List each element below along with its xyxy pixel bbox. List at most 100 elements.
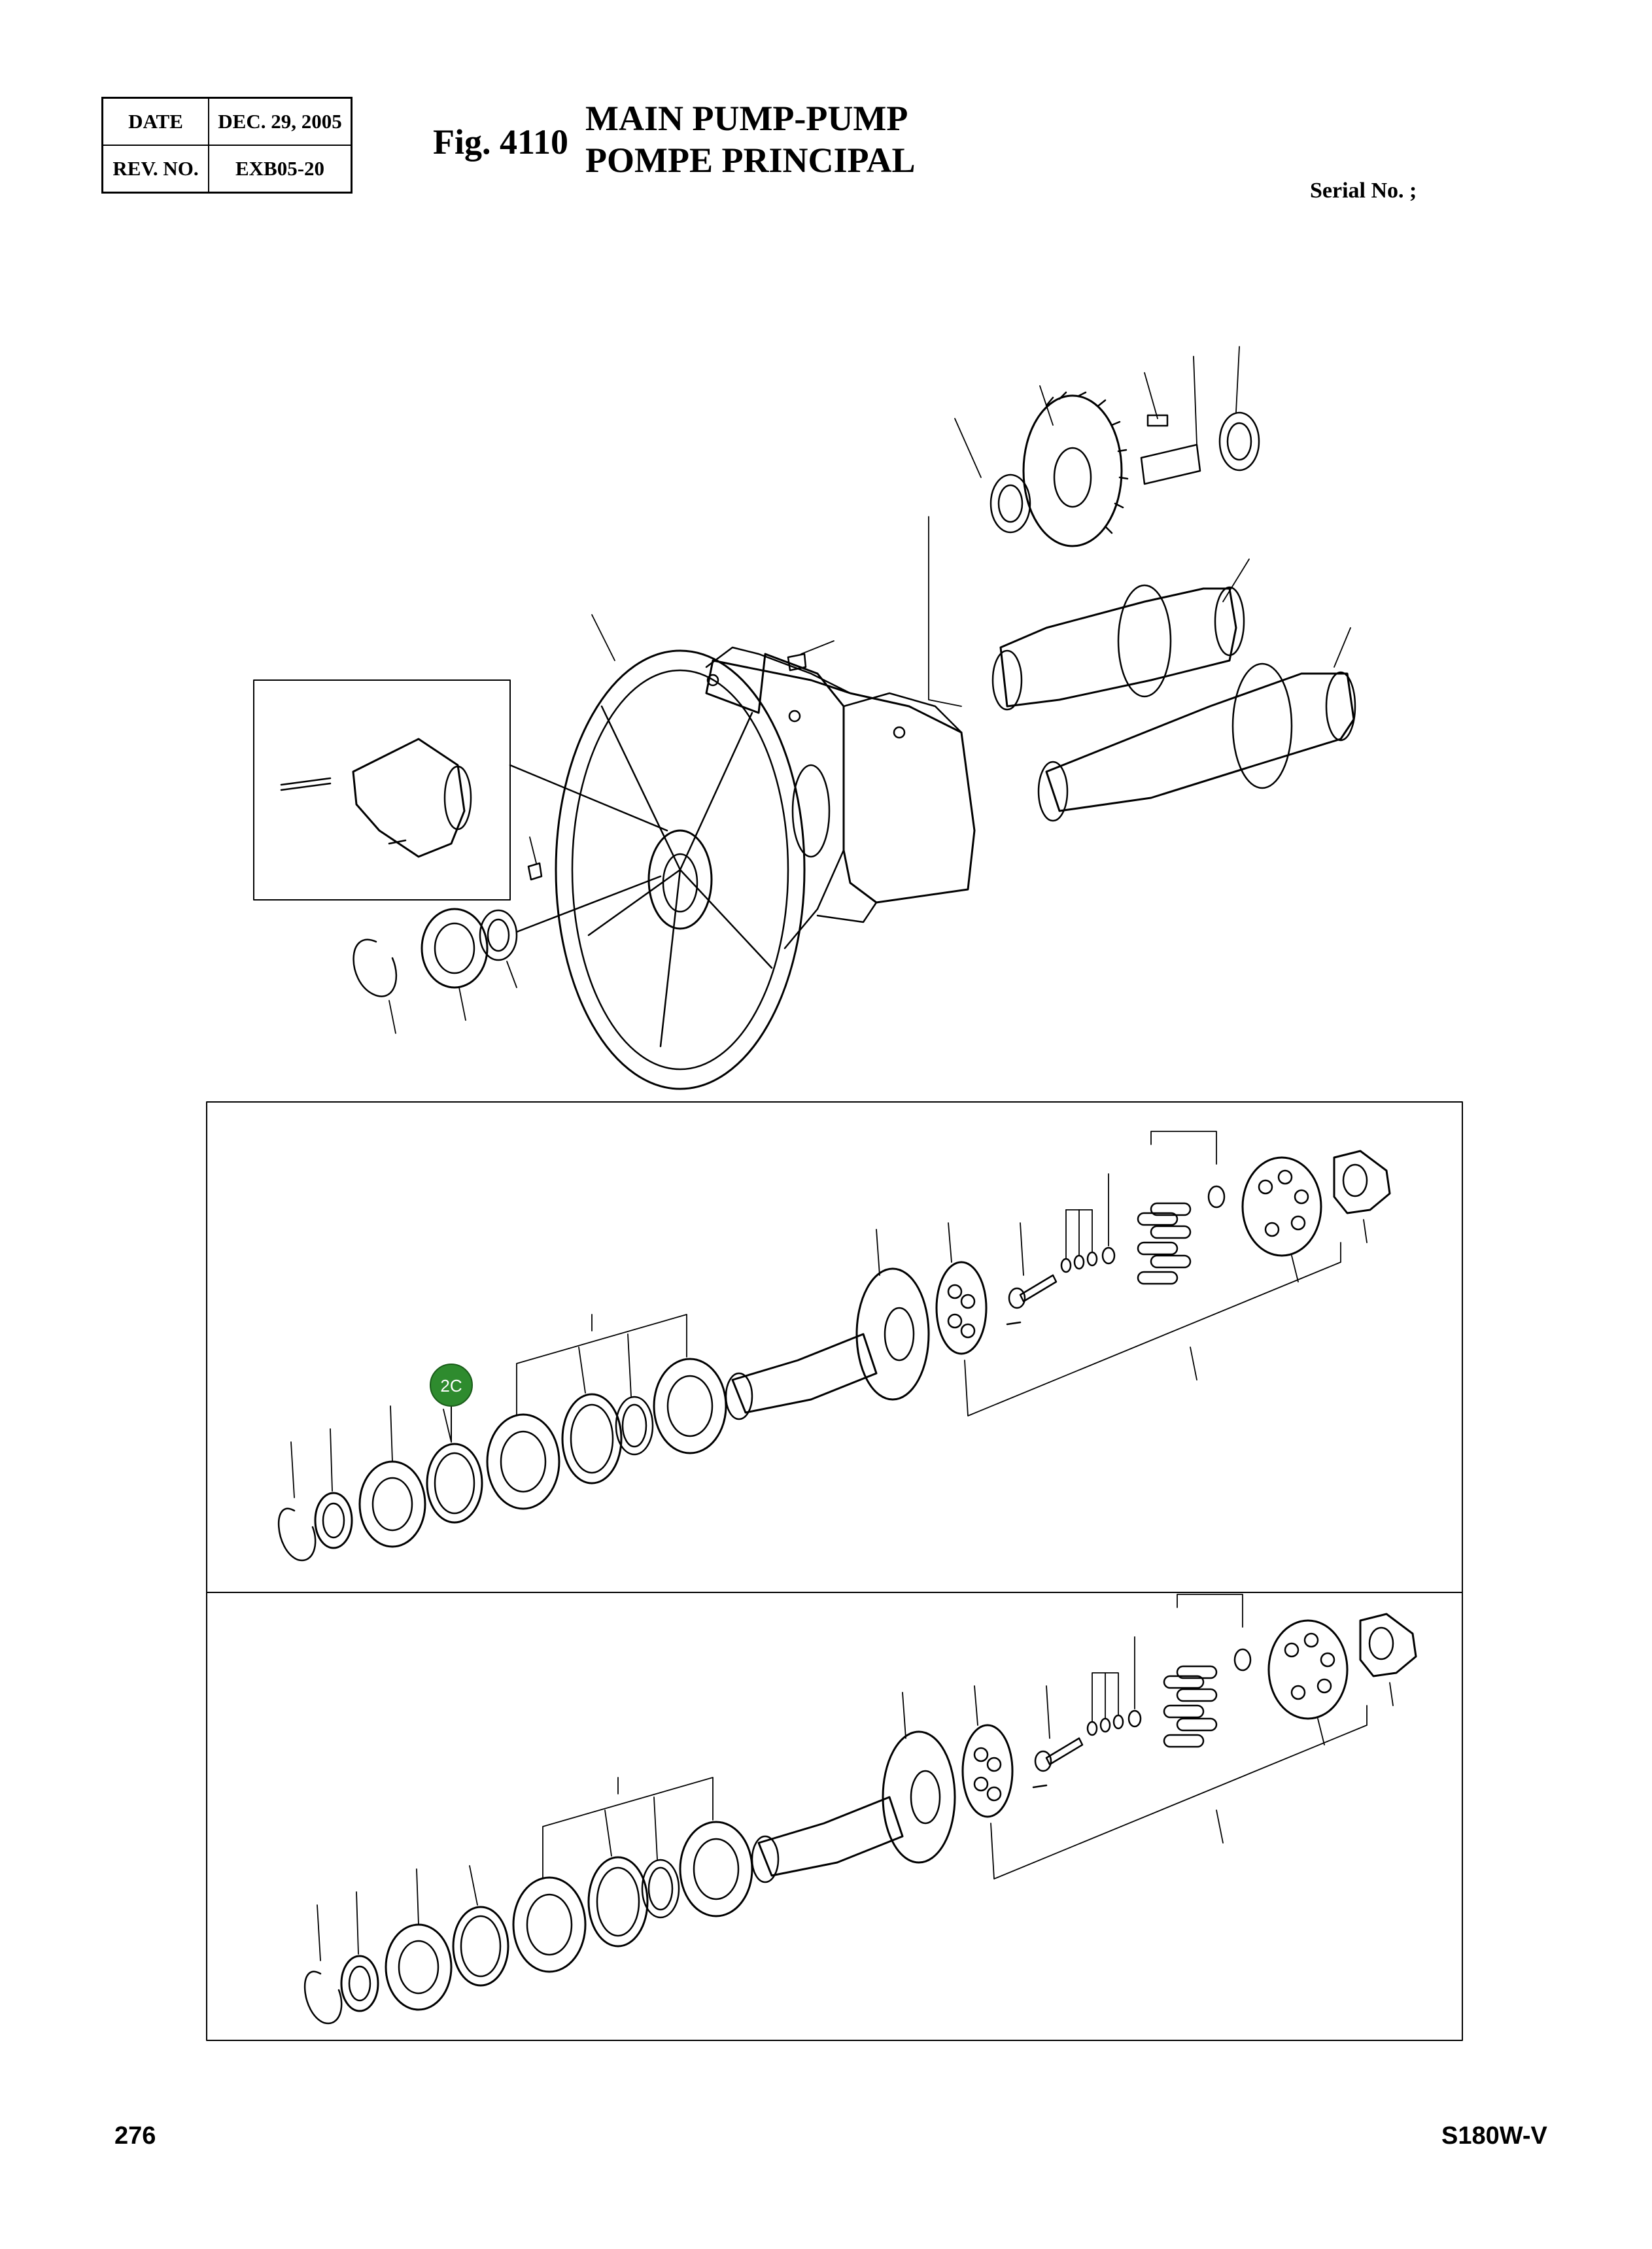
leader-line (356, 1891, 359, 1955)
leader-line (800, 640, 835, 655)
shaft-gear (855, 1267, 930, 1401)
lower-shaft-end (1037, 761, 1069, 822)
drive-gear (1022, 394, 1123, 547)
pin-head (1034, 1750, 1052, 1772)
pump-housing-body (705, 653, 976, 904)
leader-line (990, 1705, 1368, 1880)
housing-side (783, 849, 878, 950)
middle-panel-frame (206, 1101, 1463, 1593)
valve-plate-port (1342, 1163, 1368, 1197)
leader-line (948, 1222, 952, 1263)
swash-plate-hole (960, 1294, 976, 1309)
bearing-inner (526, 1893, 573, 1956)
upper-shaft-gear (1117, 584, 1172, 698)
leader-line (578, 1347, 586, 1394)
lower-shaft-gear (1231, 662, 1293, 789)
shaft-stub (1140, 443, 1201, 485)
serial-number: Serial No. ; (1310, 179, 1417, 203)
bolt (280, 777, 332, 791)
leader-line (604, 1810, 612, 1857)
callout-2c[interactable]: 2C (430, 1364, 473, 1443)
leader-line (954, 418, 982, 478)
swash-plate-hole (986, 1757, 1002, 1772)
snap-ring (303, 1970, 343, 2025)
top-leader-lines (388, 346, 1351, 1034)
shim-ring-2c-inner (434, 1452, 475, 1515)
bearing (385, 1923, 453, 2011)
bearing-inner (434, 922, 475, 974)
solenoid-face (443, 765, 472, 831)
bearing (989, 473, 1031, 534)
bearing-inner (1226, 422, 1252, 461)
leader-line (1144, 372, 1158, 419)
swash-plate-hole (986, 1786, 1002, 1802)
bearing (421, 908, 489, 989)
piston (1176, 1688, 1218, 1702)
leader-line (542, 1777, 714, 1880)
model-name: S180W-V (1441, 2122, 1547, 2150)
shim-ring-2c (426, 1443, 483, 1524)
piston (1150, 1202, 1192, 1216)
nut-inner (322, 1502, 345, 1539)
bearing-inner (666, 1375, 714, 1437)
upper-shaft-end (991, 649, 1023, 711)
pin (1045, 1737, 1084, 1766)
oil-seal (479, 909, 518, 961)
leader-line (1291, 1255, 1299, 1282)
leader-line (317, 1904, 321, 1961)
oil-seal-inner (487, 918, 510, 952)
leader-line (390, 1405, 393, 1462)
page-number: 276 (114, 2122, 156, 2150)
swash-plate (935, 1261, 988, 1355)
leader-line (1363, 1219, 1368, 1243)
bearing-inner (371, 1477, 413, 1532)
mounting-flange (555, 649, 806, 1090)
piston (1176, 1665, 1218, 1679)
leader-line (1235, 346, 1240, 413)
swash-plate (961, 1724, 1014, 1818)
leader-line (469, 1865, 478, 1906)
leader-line (290, 1441, 295, 1498)
housing-top-face (705, 646, 963, 734)
cylinder-bore (1320, 1652, 1335, 1668)
leader-line (330, 1428, 333, 1492)
leader-line (388, 1000, 396, 1034)
washer (1099, 1717, 1111, 1733)
piston (1163, 1675, 1205, 1689)
leader-line (1222, 558, 1250, 602)
shim-ring-inner (460, 1915, 502, 1978)
leader-line (1065, 1209, 1093, 1260)
bearing-race (587, 1856, 649, 1948)
spring-ring (1207, 1185, 1226, 1209)
callout-label: 2C (440, 1376, 462, 1396)
leader-line (509, 764, 668, 832)
piston (1150, 1254, 1192, 1269)
drive-shaft-end (751, 1835, 780, 1883)
bearing (679, 1821, 753, 1917)
middle-leader-lines (290, 1131, 1368, 1498)
cylinder-bore (1290, 1215, 1306, 1231)
bottom-pump-rotary-group (303, 1594, 1417, 2025)
piston (1137, 1241, 1179, 1256)
leader-line (416, 1868, 419, 1925)
middle-pump-rotary-group (277, 1150, 1391, 1562)
leader-line (876, 1229, 880, 1276)
leader-line (1317, 1718, 1325, 1745)
leader-line (627, 1333, 632, 1397)
leader-line (591, 614, 615, 661)
leader-line (458, 987, 466, 1021)
rev-label: REV. NO. (101, 145, 209, 194)
bolt (388, 839, 407, 845)
bearing-race-inner (570, 1403, 614, 1474)
revision-info-table: DATE DEC. 29, 2005 REV. NO. EXB05-20 (101, 97, 353, 194)
drive-gear-hub (1053, 447, 1092, 508)
leader-line (964, 1242, 1341, 1416)
washer (1112, 1714, 1124, 1730)
swash-plate-hole (960, 1323, 976, 1339)
callout-circle[interactable] (430, 1364, 473, 1407)
valve-plate (1333, 1150, 1391, 1214)
leader-line (1216, 1810, 1224, 1844)
upper-shaft (999, 587, 1237, 708)
piston (1163, 1704, 1205, 1719)
swash-plate-hole (973, 1776, 989, 1792)
